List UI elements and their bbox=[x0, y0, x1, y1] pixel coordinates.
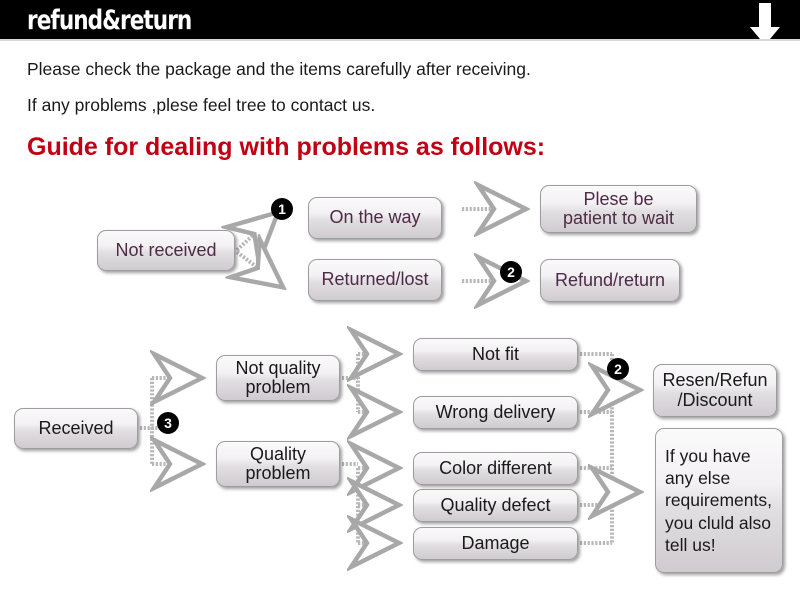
step-badge-2: 2 bbox=[500, 261, 522, 283]
node-resend-refund-discount[interactable]: Resen/Refun /Discount bbox=[653, 364, 777, 417]
node-received[interactable]: Received bbox=[14, 408, 138, 449]
down-arrow-icon bbox=[750, 3, 780, 45]
step-badge-3: 3 bbox=[157, 412, 179, 434]
intro-line-2: If any problems ,plese feel tree to cont… bbox=[27, 95, 376, 115]
node-line: requirements, bbox=[665, 490, 772, 511]
node-not-quality-problem[interactable]: Not quality problem bbox=[216, 355, 340, 401]
header-banner: refund&return bbox=[0, 0, 800, 45]
node-line: If you have bbox=[665, 445, 751, 466]
node-damage[interactable]: Damage bbox=[413, 527, 578, 560]
node-any-else-requirements[interactable]: If you have any else requirements, you c… bbox=[655, 428, 783, 573]
node-please-be-patient[interactable]: Plese be patient to wait bbox=[540, 185, 697, 233]
node-on-the-way[interactable]: On the way bbox=[308, 197, 442, 239]
node-quality-problem[interactable]: Quality problem bbox=[216, 441, 340, 487]
node-not-received[interactable]: Not received bbox=[97, 230, 235, 271]
intro-line-1: Please check the package and the items c… bbox=[27, 59, 531, 79]
node-not-fit[interactable]: Not fit bbox=[413, 338, 578, 371]
node-wrong-delivery[interactable]: Wrong delivery bbox=[413, 396, 578, 429]
step-badge-2-lower: 2 bbox=[607, 358, 629, 380]
page-title: refund&return bbox=[27, 5, 192, 36]
node-line: Not quality bbox=[235, 357, 321, 378]
node-line: Plese be bbox=[583, 188, 654, 209]
node-line: Resen/Refun bbox=[662, 370, 768, 391]
node-line: /Discount bbox=[677, 389, 753, 410]
header-divider bbox=[0, 39, 800, 41]
guide-heading: Guide for dealing with problems as follo… bbox=[27, 133, 546, 161]
node-returned-lost[interactable]: Returned/lost bbox=[308, 259, 442, 301]
node-color-different[interactable]: Color different bbox=[413, 452, 578, 485]
node-quality-defect[interactable]: Quality defect bbox=[413, 489, 578, 522]
node-line: patient to wait bbox=[562, 208, 675, 228]
node-line: Quality bbox=[249, 443, 307, 464]
node-refund-return[interactable]: Refund/return bbox=[540, 259, 680, 302]
node-line: any else bbox=[665, 467, 731, 488]
node-line: you cluld also bbox=[665, 512, 772, 533]
node-line: problem bbox=[245, 463, 311, 483]
node-line: problem bbox=[245, 377, 311, 397]
step-badge-1: 1 bbox=[271, 198, 293, 220]
node-line: tell us! bbox=[665, 535, 716, 556]
